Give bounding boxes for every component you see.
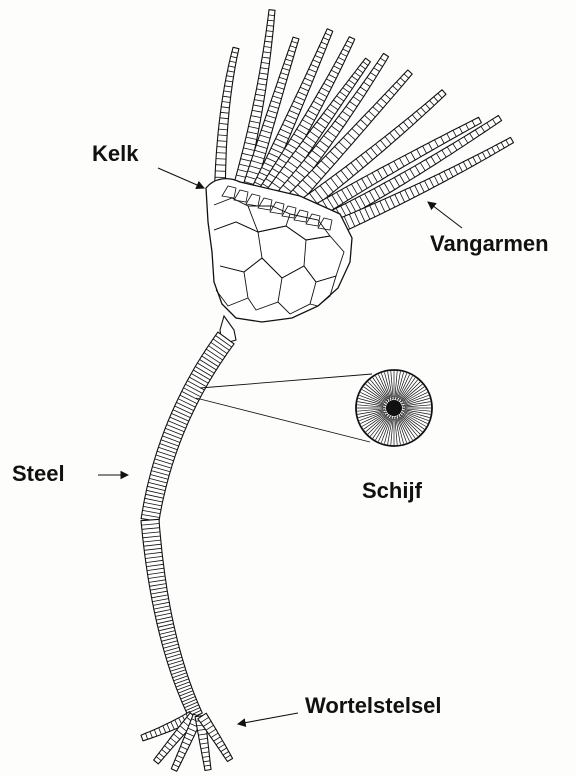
label-schijf: Schijf: [362, 480, 422, 502]
label-wortelstelsel: Wortelstelsel: [305, 695, 442, 717]
label-kelk: Kelk: [92, 143, 138, 165]
disc-group: [356, 370, 432, 446]
stem-lower: [141, 519, 202, 719]
disc-center: [386, 400, 402, 416]
arrow-vangarmen: [428, 202, 462, 228]
label-vangarmen: Vangarmen: [430, 233, 549, 255]
disc-leader-bottom: [196, 398, 370, 442]
arrow-wortelstelsel: [238, 713, 298, 724]
stem-upper: [141, 332, 234, 521]
stem-group: [141, 332, 234, 719]
label-steel: Steel: [12, 463, 65, 485]
disc-leader-top: [200, 374, 372, 388]
arrow-kelk: [158, 168, 204, 188]
roots-group: [141, 712, 233, 772]
